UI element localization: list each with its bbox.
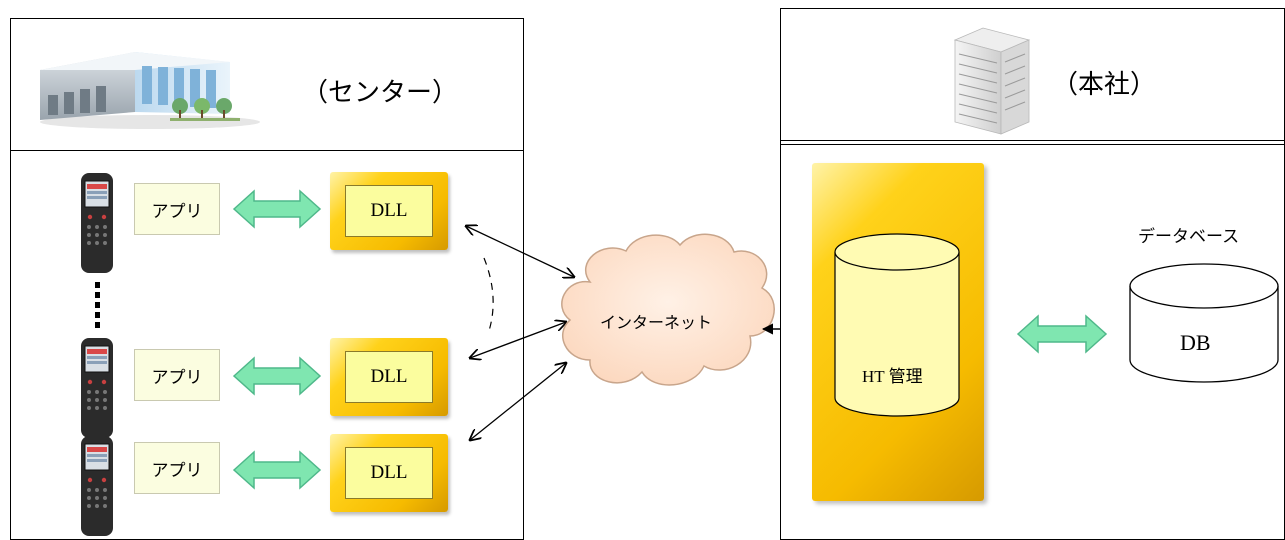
- dll-label: DLL: [345, 185, 433, 237]
- headquarters-title: （本社）: [1052, 70, 1157, 99]
- database-label: DB: [1180, 330, 1211, 355]
- connector-arrow: [466, 226, 574, 277]
- dll-label: DLL: [345, 447, 433, 499]
- database-cylinder-icon: [1129, 263, 1279, 383]
- app-box: アプリ: [134, 349, 220, 401]
- dll-box: DLL: [330, 172, 448, 250]
- dll-box: DLL: [330, 434, 448, 512]
- dll-label: DLL: [345, 351, 433, 403]
- internet-label: インターネット: [600, 315, 713, 332]
- headquarters-header-divider-2: [780, 144, 1285, 145]
- handheld-terminal-icon: [81, 173, 113, 273]
- double-arrow-icon: [1016, 314, 1108, 354]
- ht-management-label: HT 管理: [862, 367, 923, 386]
- handheld-terminal-icon: [81, 436, 113, 536]
- center-title: （センター）: [302, 78, 459, 107]
- double-arrow-icon: [232, 450, 322, 490]
- office-building-icon: [953, 27, 1031, 135]
- app-box: アプリ: [134, 442, 220, 494]
- double-arrow-icon: [232, 356, 322, 396]
- dll-box: DLL: [330, 338, 448, 416]
- internet-cloud-icon: [561, 233, 775, 386]
- double-arrow-icon: [232, 189, 322, 229]
- headquarters-header-divider: [780, 140, 1285, 141]
- connector-arrow: [470, 322, 566, 358]
- warehouse-building-icon: [40, 52, 260, 129]
- dashed-continuation: [483, 257, 494, 335]
- handheld-terminal-icon: [81, 338, 113, 438]
- vertical-ellipsis-icon: [95, 282, 100, 328]
- database-cylinder-icon: [834, 233, 960, 417]
- app-box: アプリ: [134, 183, 220, 235]
- connector-arrow: [470, 363, 566, 440]
- database-caption: データベース: [1138, 227, 1240, 246]
- center-header-divider: [10, 150, 524, 151]
